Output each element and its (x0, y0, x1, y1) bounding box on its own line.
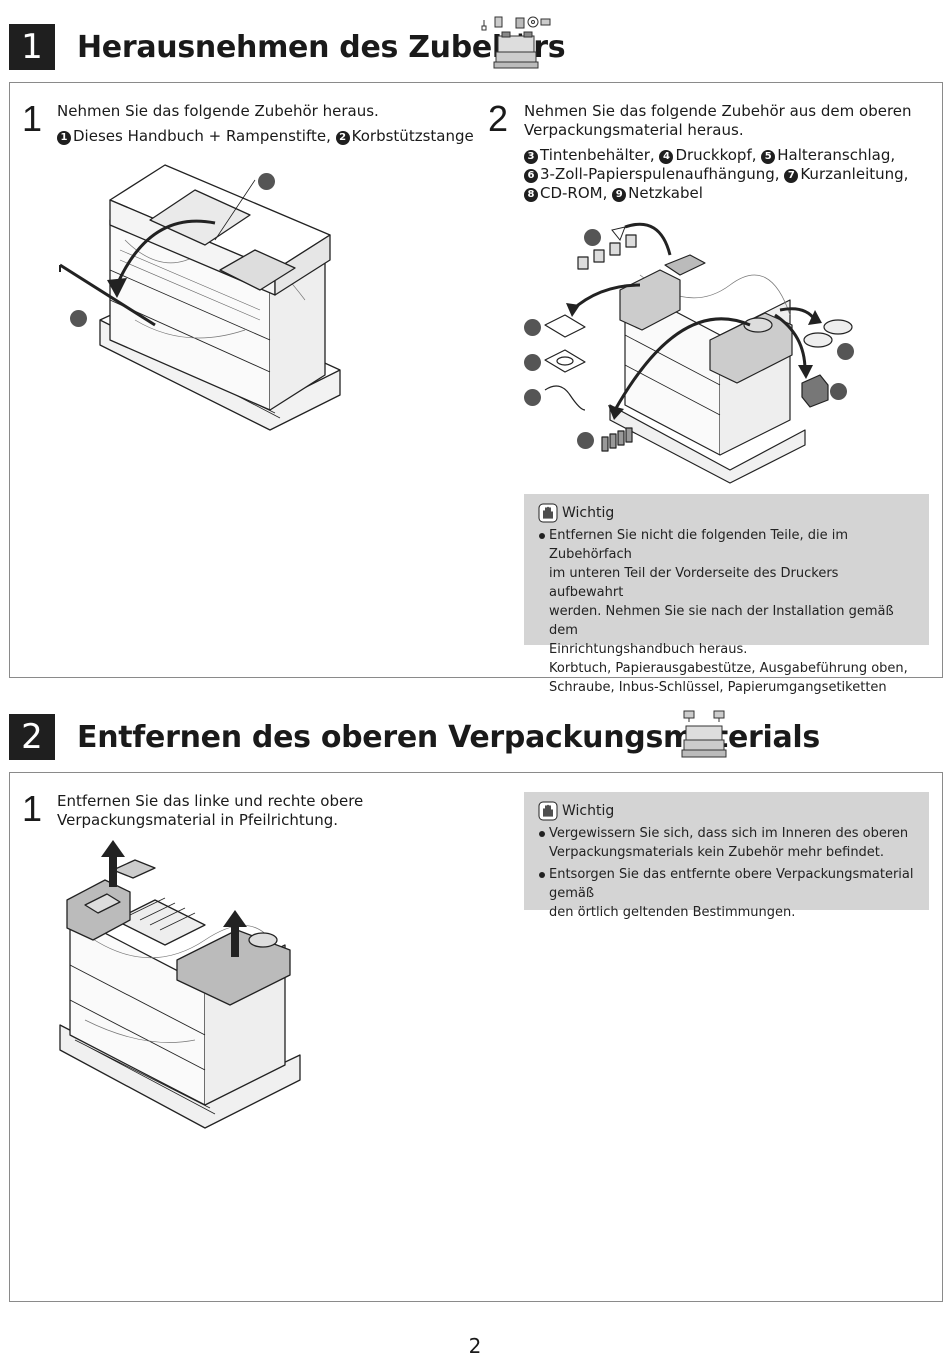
callout-1 (258, 173, 275, 190)
callout-7 (524, 319, 541, 336)
callout-4 (830, 383, 847, 400)
note-2-bullet-2: Entsorgen Sie das entfernte obere Verpac… (538, 865, 915, 922)
step-1-2-text: Nehmen Sie das folgende Zubehör aus dem … (524, 102, 934, 203)
section-2-frame (9, 772, 943, 1302)
printer-on-pallet-icon (59, 164, 341, 431)
item-7-marker: 7 (784, 169, 799, 183)
item-9-label: Netzkabel (628, 184, 703, 202)
item-5-label: Halteranschlag, (777, 146, 896, 164)
note-2-line: Verpackungsmaterials kein Zubehör mehr b… (549, 845, 885, 860)
item-7-label: Kurzanleitung, (800, 165, 909, 183)
note-1-heading: Wichtig (562, 504, 615, 521)
step-1-1-text: Nehmen Sie das folgende Zubehör heraus. … (57, 102, 477, 146)
item-3-marker: 3 (524, 150, 538, 164)
step-1-1-number: 1 (22, 98, 43, 139)
callout-2 (70, 310, 87, 327)
item-4-label: Druckkopf, (675, 146, 757, 164)
callout-3 (577, 432, 594, 449)
packaging-removal-icon (681, 710, 727, 758)
section-1-title: Herausnehmen des Zubehörs (77, 30, 566, 65)
item-3-label: Tintenbehälter, (540, 146, 655, 164)
note-2-line: Vergewissern Sie sich, dass sich im Inne… (549, 826, 909, 841)
step-2-1-line-2: Verpackungsmaterial in Pfeilrichtung. (57, 811, 339, 829)
packaging-lift-illustration (59, 840, 301, 1129)
step-1-1-line: Nehmen Sie das folgende Zubehör heraus. (57, 102, 379, 120)
item-9-marker: 9 (612, 188, 627, 202)
section-1-number: 1 (9, 24, 55, 70)
item-1-label: Dieses Handbuch + Rampenstifte, (73, 127, 331, 145)
step-1-2-line-2: Verpackungsmaterial heraus. (524, 121, 744, 139)
important-hand-icon (538, 801, 558, 821)
item-8-marker: 8 (524, 188, 538, 202)
step-2-1-number: 1 (22, 788, 43, 829)
note-1-header: Wichtig (538, 503, 915, 523)
item-6-label: 3-Zoll-Papierspulenaufhängung, (540, 165, 780, 183)
note-1-line: Schraube, Inbus-Schlüssel, Papierumgangs… (549, 680, 887, 695)
item-2-label: Korbstützstange (351, 127, 474, 145)
callout-6 (584, 229, 601, 246)
accessory-removal-illustration (544, 222, 853, 484)
note-2-line: den örtlich geltenden Bestimmungen. (549, 905, 796, 920)
item-5-marker: 5 (761, 150, 776, 164)
page-number: 2 (468, 1334, 482, 1358)
important-note-2: Wichtig Vergewissern Sie sich, dass sich… (524, 792, 929, 920)
note-1-line: im unteren Teil der Vorderseite des Druc… (549, 566, 839, 600)
item-6-marker: 6 (524, 169, 538, 183)
note-1-line: Entfernen Sie nicht die folgenden Teile,… (549, 528, 849, 562)
important-hand-icon (538, 503, 558, 523)
step-2-1-line-1: Entfernen Sie das linke und rechte obere (57, 792, 364, 810)
item-1-marker: 1 (57, 131, 71, 145)
note-1-line: Einrichtungshandbuch heraus. (549, 642, 748, 657)
accessories-icon (481, 16, 551, 69)
important-note-1: Wichtig Entfernen Sie nicht die folgende… (524, 494, 929, 695)
callout-5 (837, 343, 854, 360)
note-2-header: Wichtig (538, 801, 915, 821)
note-2-heading: Wichtig (562, 802, 615, 819)
note-1-bullet: Entfernen Sie nicht die folgenden Teile,… (538, 526, 915, 697)
item-8-label: CD-ROM, (540, 184, 608, 202)
step-2-1-text: Entfernen Sie das linke und rechte obere… (57, 792, 457, 830)
note-1-line: werden. Nehmen Sie sie nach der Installa… (549, 604, 894, 638)
step-1-2-number: 2 (488, 98, 509, 139)
note-1-line: Korbtuch, Papierausgabestütze, Ausgabefü… (549, 661, 908, 676)
step-1-2-line-1: Nehmen Sie das folgende Zubehör aus dem … (524, 102, 912, 120)
item-2-marker: 2 (335, 131, 350, 145)
callout-9 (524, 389, 541, 406)
callout-8 (524, 354, 541, 371)
note-2-bullet-1: Vergewissern Sie sich, dass sich im Inne… (538, 824, 915, 862)
note-2-line: Entsorgen Sie das entfernte obere Verpac… (549, 867, 914, 901)
item-4-marker: 4 (659, 150, 674, 164)
section-2-number: 2 (9, 714, 55, 760)
section-1-frame (9, 82, 943, 678)
